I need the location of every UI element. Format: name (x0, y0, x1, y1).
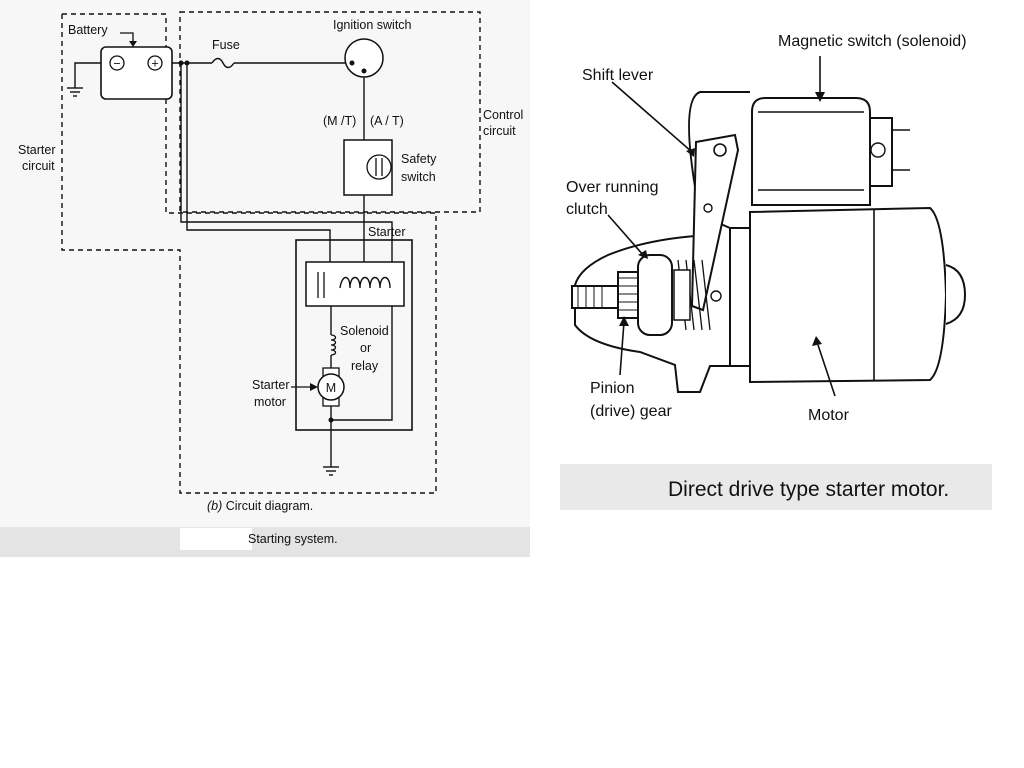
shift-lever-pin (710, 290, 722, 302)
battery-pointer-arrow (120, 32, 134, 44)
safety-switch-label: switch (401, 170, 436, 184)
starter-motor-arrowhead (310, 383, 318, 391)
motor-symbol-label: M (326, 381, 336, 395)
pinion-gear-leader (619, 321, 625, 376)
motor-end-cap (945, 264, 967, 325)
solenoid-terminal-nut (870, 142, 886, 158)
pinion-gear-teeth (618, 277, 638, 311)
control-circuit-label: Control (483, 108, 523, 122)
ignition-switch-label: Ignition switch (333, 18, 412, 32)
drive-shaft (571, 285, 619, 309)
over-running-clutch-arrowhead (638, 250, 648, 259)
safety-switch-label: Safety (401, 152, 437, 166)
solenoid-label: Solenoid (340, 324, 389, 338)
magnetic-switch-body (751, 97, 871, 206)
shift-lever-leader (611, 81, 693, 153)
junction-dot (178, 60, 184, 66)
starting-system-circuit-panel: − + (0, 0, 530, 557)
shift-lever-label: Shift lever (582, 67, 654, 84)
starter-motor-diagram: Magnetic switch (solenoid) Shift lever O… (560, 33, 992, 510)
motor-housing (749, 206, 948, 384)
shaft-splines (577, 286, 603, 308)
ignition-switch-symbol (344, 38, 384, 78)
circuit-caption: Starting system. (248, 532, 338, 546)
over-running-clutch-label: Over running (566, 179, 659, 196)
solenoid-terminal-block (869, 117, 893, 187)
circuit-diagram: − + (0, 11, 530, 557)
starter-label: Starter (368, 225, 406, 239)
magnetic-switch-label: Magnetic switch (solenoid) (778, 33, 967, 50)
solenoid-box (305, 261, 405, 307)
battery-ground-wire (74, 62, 101, 88)
field-coil (330, 334, 337, 356)
solenoid-label: or (360, 341, 371, 355)
mt-label: (M /T) (323, 114, 356, 128)
pinion-gear-arrowhead (619, 316, 629, 326)
control-circuit-label: circuit (483, 124, 516, 138)
starter-circuit-label: circuit (22, 159, 55, 173)
ignition-switch-contact (361, 68, 367, 74)
shift-lever (690, 133, 740, 312)
starter-motor-caption: Direct drive type starter motor. (668, 478, 949, 501)
starter-motor-label: motor (254, 395, 286, 409)
main-battery-wire (180, 63, 393, 268)
over-running-clutch-label: clutch (566, 201, 608, 218)
starter-feed-wire (186, 63, 331, 270)
motor-leader (817, 344, 836, 397)
pinion-gear-label: (drive) gear (590, 403, 672, 420)
solenoid-label: relay (351, 359, 379, 373)
control-circuit-boundary (179, 11, 481, 213)
motor-label: Motor (808, 407, 850, 424)
starter-motor-illustration-panel: Magnetic switch (solenoid) Shift lever O… (560, 0, 1024, 512)
caption-highlight (180, 528, 252, 550)
battery-negative-terminal (109, 55, 125, 71)
motor-arrowhead (812, 336, 822, 346)
junction-dot (184, 60, 190, 66)
starter-assembly-box (295, 239, 413, 431)
clutch-sleeve (673, 269, 691, 321)
safety-switch-box (343, 139, 393, 196)
shift-lever-pivot (713, 143, 727, 157)
shift-lever-arrowhead (686, 148, 695, 157)
circuit-subcaption: (b) Circuit diagram. (207, 499, 313, 513)
caption-strip (0, 527, 530, 557)
shift-lever-pin (703, 203, 713, 213)
fuse-symbol (211, 57, 235, 69)
starter-caption-strip (560, 464, 992, 510)
battery-symbol (100, 46, 173, 100)
ignition-switch-contact (349, 60, 355, 66)
pinion-gear (617, 271, 639, 319)
safety-switch-symbol (366, 154, 392, 180)
solenoid-coil (339, 276, 391, 289)
over-running-clutch (637, 254, 673, 336)
return-wire (331, 305, 393, 421)
fuse-label: Fuse (212, 38, 240, 52)
junction-dot (328, 417, 334, 423)
drive-housing-nose (574, 234, 730, 393)
magnetic-switch-arrowhead (815, 92, 825, 102)
battery-positive-terminal (147, 55, 163, 71)
battery-arrowhead (129, 41, 137, 47)
starter-circuit-label: Starter (18, 143, 56, 157)
starter-motor-label: Starter (252, 378, 290, 392)
at-label: (A / T) (370, 114, 404, 128)
over-running-clutch-leader (607, 214, 645, 257)
battery-plus-sign: + (151, 57, 158, 71)
battery-label: Battery (68, 23, 108, 37)
battery-minus-sign: − (113, 57, 120, 71)
pinion-gear-label: Pinion (590, 380, 634, 397)
